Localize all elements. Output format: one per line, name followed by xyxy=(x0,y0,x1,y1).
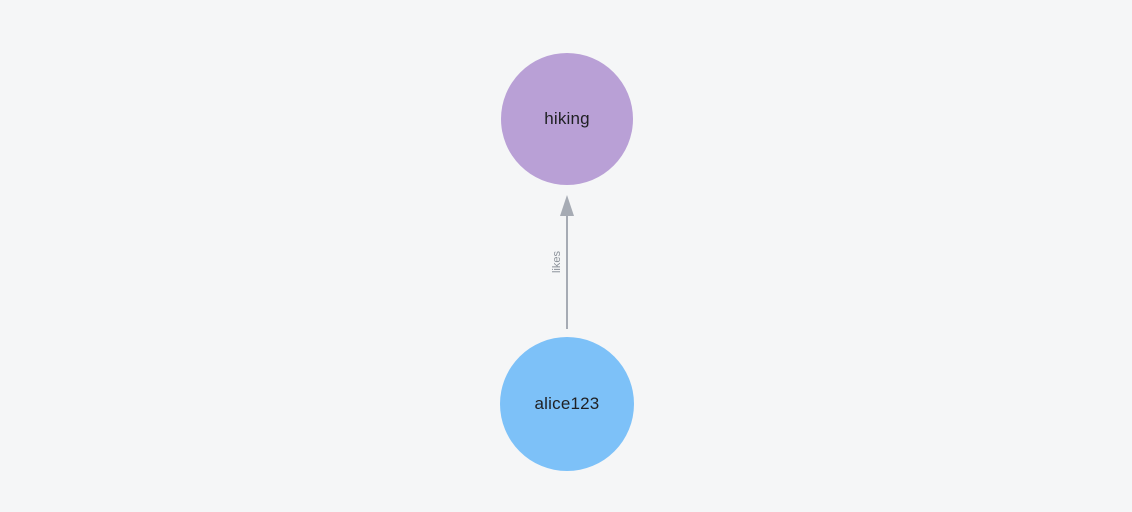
arrowhead-icon xyxy=(560,195,574,216)
node-hiking-label: hiking xyxy=(544,109,590,128)
node-alice123[interactable]: alice123 xyxy=(500,337,634,471)
edge-likes-label: likes xyxy=(551,251,563,274)
node-alice123-label: alice123 xyxy=(534,394,600,413)
node-hiking[interactable]: hiking xyxy=(501,53,633,185)
edge-likes[interactable]: likes xyxy=(551,195,574,329)
